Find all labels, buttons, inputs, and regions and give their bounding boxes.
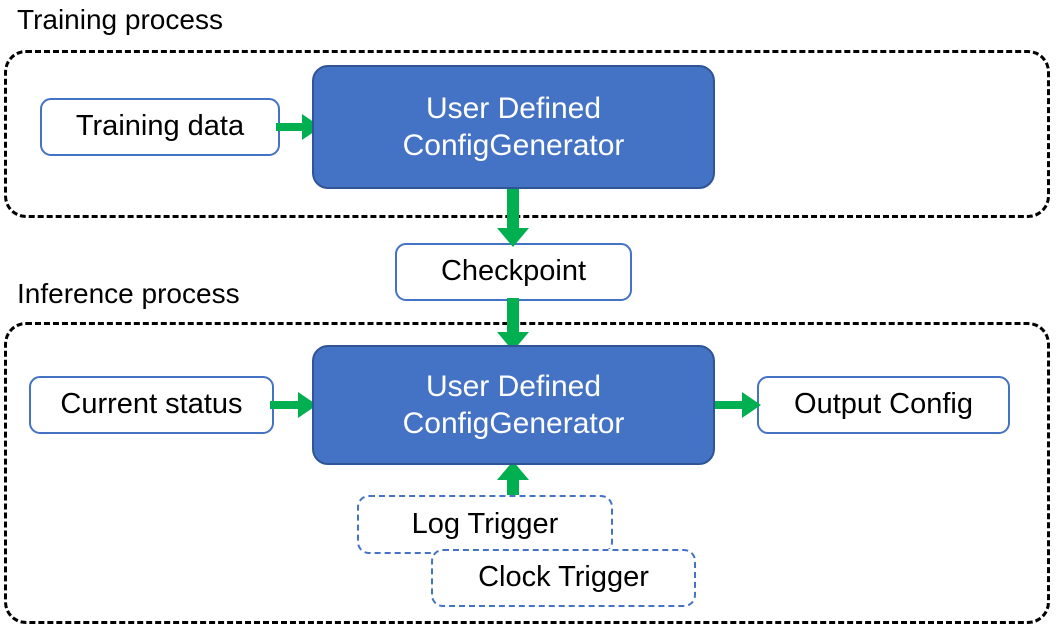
- node-checkpoint[interactable]: Checkpoint: [395, 243, 632, 301]
- arrow-current-status-to-generator: [270, 392, 317, 418]
- arrow-trigger-to-generator: [497, 461, 529, 506]
- node-training-config-generator[interactable]: User Defined ConfigGenerator: [312, 65, 715, 189]
- node-current-status[interactable]: Current status: [29, 376, 274, 434]
- arrow-checkpoint-to-generator: [497, 298, 529, 351]
- node-output-config-label: Output Config: [794, 388, 973, 421]
- node-checkpoint-label: Checkpoint: [440, 255, 587, 288]
- node-inference-config-generator-line1: User Defined: [425, 369, 602, 403]
- node-training-data-label: Training data: [75, 110, 245, 143]
- arrow-generator-to-output-config: [712, 392, 761, 418]
- node-inference-config-generator[interactable]: User Defined ConfigGenerator: [312, 345, 715, 465]
- node-training-config-generator-line1: User Defined: [425, 91, 602, 125]
- node-inference-config-generator-line2: ConfigGenerator: [402, 407, 625, 440]
- inference-process-label: Inference process: [17, 278, 240, 309]
- node-output-config[interactable]: Output Config: [757, 376, 1010, 434]
- inference-process-container: [4, 322, 1050, 624]
- arrow-training-data-to-generator: [276, 114, 321, 140]
- node-training-data[interactable]: Training data: [40, 98, 280, 156]
- training-process-container: [4, 50, 1050, 218]
- node-clock-trigger-label: Clock Trigger: [478, 561, 649, 594]
- node-clock-trigger[interactable]: Clock Trigger: [431, 549, 696, 607]
- node-log-trigger[interactable]: Log Trigger: [357, 495, 613, 554]
- node-training-config-generator-line2: ConfigGenerator: [402, 129, 625, 162]
- node-log-trigger-label: Log Trigger: [411, 507, 559, 540]
- training-process-label: Training process: [17, 4, 223, 35]
- node-current-status-label: Current status: [60, 388, 243, 421]
- arrow-generator-to-checkpoint: [497, 186, 529, 247]
